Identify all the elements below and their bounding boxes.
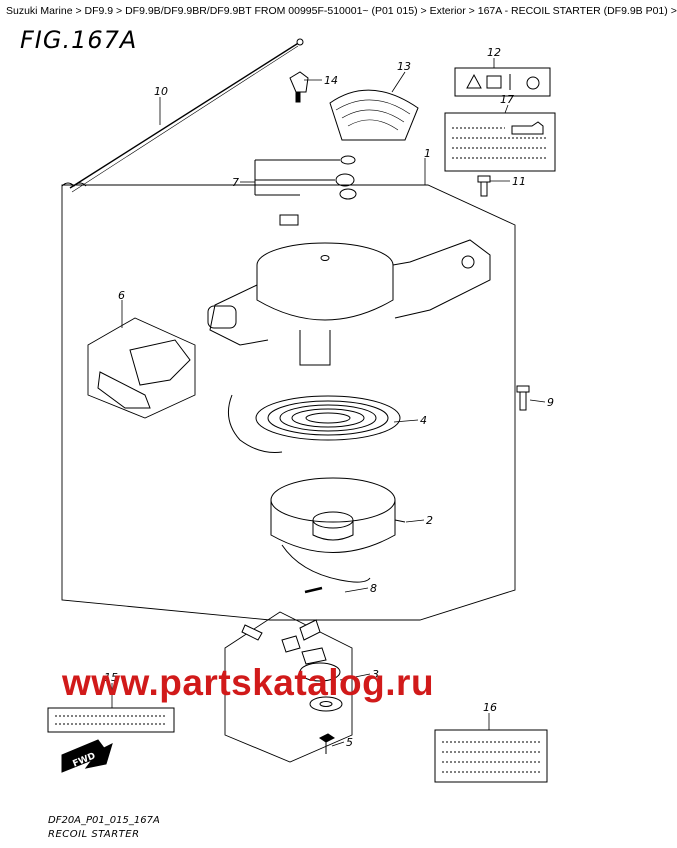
figure-title: FIG.167A	[20, 26, 138, 54]
assembly-frame	[61, 184, 516, 621]
breadcrumb-separator: >	[420, 5, 427, 17]
breadcrumb-separator: >	[75, 5, 82, 17]
callout-6[interactable]: 6	[118, 289, 125, 302]
callout-5[interactable]: 5	[346, 736, 353, 749]
breadcrumb-item-model[interactable]: DF9.9	[84, 5, 114, 17]
breadcrumb-item-section[interactable]: Exterior	[429, 5, 466, 17]
breadcrumb-separator: >	[670, 5, 677, 17]
breadcrumb-item-variant[interactable]: DF9.9B/DF9.9BR/DF9.9BT FROM 00995F-51000…	[125, 5, 418, 17]
callout-3[interactable]: 3	[372, 668, 379, 681]
parts-7	[254, 155, 357, 226]
bolt-9	[516, 385, 530, 411]
rope-reel	[270, 477, 406, 553]
callout-9[interactable]: 9	[547, 396, 554, 409]
callout-16[interactable]: 16	[483, 701, 497, 714]
spiral-spring	[227, 394, 401, 453]
breadcrumb-item-current[interactable]: 167A - RECOIL STARTER (DF9.9B P01)	[477, 5, 668, 17]
warning-label	[454, 67, 551, 97]
label-16	[434, 729, 548, 783]
callout-13[interactable]: 13	[397, 60, 411, 73]
leader-lines	[111, 58, 546, 747]
callout-8[interactable]: 8	[370, 582, 377, 595]
oil-label	[444, 112, 556, 172]
callout-2[interactable]: 2	[426, 514, 433, 527]
callout-17[interactable]: 17	[500, 93, 514, 106]
callout-4[interactable]: 4	[420, 414, 427, 427]
screw-5	[319, 733, 335, 754]
callout-11[interactable]: 11	[512, 175, 526, 188]
callout-1[interactable]: 1	[424, 147, 431, 160]
breadcrumb-separator: >	[116, 5, 123, 17]
subframe-6	[87, 317, 196, 419]
figure-code: DF20A_P01_015_167A	[48, 815, 160, 826]
breadcrumb-item-brand[interactable]: Suzuki Marine	[6, 5, 73, 17]
callout-15[interactable]: 15	[104, 671, 118, 684]
breadcrumb-separator: >	[468, 5, 475, 17]
callout-12[interactable]: 12	[487, 46, 501, 59]
ratchet-parts	[241, 619, 343, 712]
figure-name: RECOIL STARTER	[48, 829, 140, 840]
starter-rope	[281, 544, 371, 594]
callout-7[interactable]: 7	[232, 176, 239, 189]
watermark-text: www.partskatalog.ru	[62, 662, 435, 703]
callouts: 1 2 3 4 5 6 7 8 9 10 11 12 13 14 15 16 1…	[104, 46, 554, 749]
clip-part	[289, 71, 309, 103]
callout-10[interactable]: 10	[154, 85, 168, 98]
starter-handle	[97, 339, 191, 409]
label-15	[47, 707, 175, 733]
bolt-11	[477, 175, 491, 197]
breadcrumb: Suzuki Marine > DF9.9 > DF9.9B/DF9.9BR/D…	[6, 4, 677, 18]
subframe-3	[224, 611, 353, 763]
starter-housing	[207, 239, 491, 366]
fwd-arrow-icon: FWD	[61, 739, 113, 773]
callout-14[interactable]: 14	[324, 74, 338, 87]
parts-diagram: FWD 1 2 3 4 5 6 7 8 9 10 11 12 13 14	[47, 38, 556, 783]
cable-part	[61, 38, 304, 193]
decal-13	[329, 89, 419, 141]
